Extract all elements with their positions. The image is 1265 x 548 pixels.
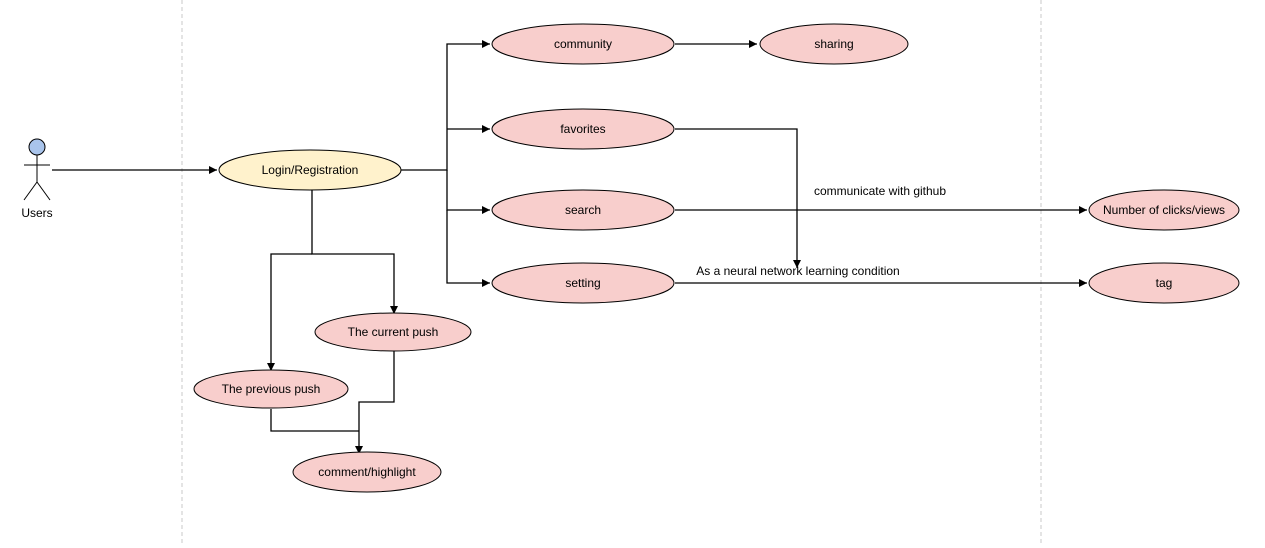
edge-login-current-push: [311, 190, 398, 314]
node-tag-label: tag: [1156, 276, 1173, 290]
node-favorites[interactable]: favorites: [491, 108, 675, 150]
edge-login-community: [401, 40, 490, 171]
node-search[interactable]: search: [491, 189, 675, 231]
node-community-label: community: [554, 37, 612, 51]
actor-head-icon: [28, 138, 46, 156]
edge-login-setting: [446, 210, 490, 287]
edge-favorites-down: [675, 128, 801, 268]
node-login[interactable]: Login/Registration: [218, 149, 402, 191]
node-sharing-label: sharing: [814, 37, 853, 51]
node-favorites-label: favorites: [560, 122, 605, 136]
edge-previous-comment: [270, 409, 359, 432]
node-clicks[interactable]: Number of clicks/views: [1088, 189, 1240, 231]
node-community[interactable]: community: [491, 23, 675, 65]
node-comment[interactable]: comment/highlight: [292, 451, 442, 493]
edges: [52, 40, 1087, 454]
node-clicks-label: Number of clicks/views: [1103, 203, 1225, 217]
node-setting[interactable]: setting: [491, 262, 675, 304]
edge-login-previous-push: [267, 253, 312, 371]
actor-label: Users: [21, 206, 52, 220]
node-sharing[interactable]: sharing: [759, 23, 909, 65]
node-current-push-label: The current push: [348, 325, 439, 339]
node-tag[interactable]: tag: [1088, 262, 1240, 304]
actor-users[interactable]: Users: [21, 138, 53, 220]
node-comment-label: comment/highlight: [318, 465, 416, 479]
node-previous-push[interactable]: The previous push: [193, 369, 349, 409]
node-current-push[interactable]: The current push: [314, 312, 472, 352]
edge-label-github: communicate with github: [814, 184, 946, 198]
node-setting-label: setting: [565, 276, 600, 290]
node-search-label: search: [565, 203, 601, 217]
node-previous-push-label: The previous push: [222, 382, 321, 396]
node-login-label: Login/Registration: [262, 163, 359, 177]
edge-login-search: [446, 170, 490, 214]
edge-current-comment: [355, 351, 395, 454]
edge-label-neural: As a neural network learning condition: [696, 264, 899, 278]
